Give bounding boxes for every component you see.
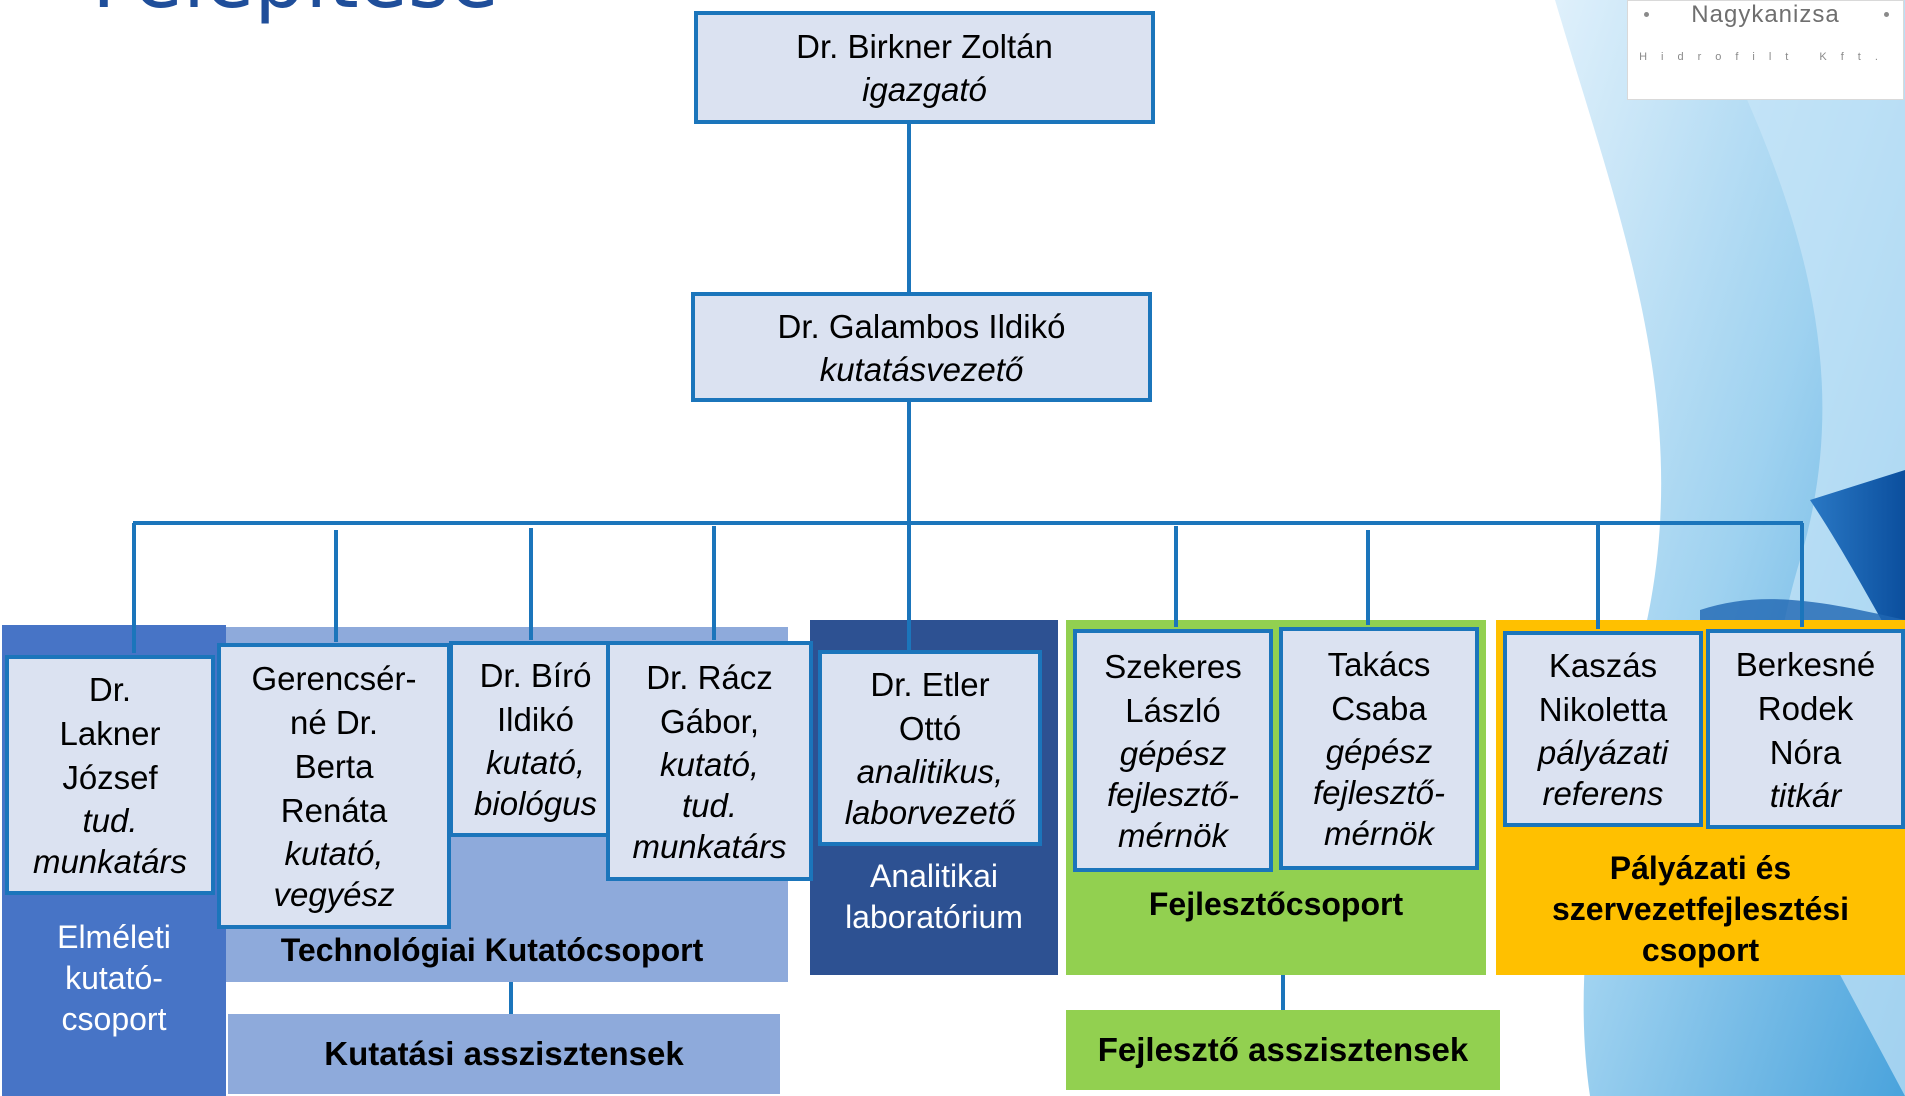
node-racz: Dr. Rácz Gábor, kutató, tud. munkatárs: [606, 641, 813, 881]
node-berkesne: Berkesné Rodek Nóra titkár: [1706, 629, 1905, 829]
member-name: Dr. Rácz Gábor,: [646, 658, 773, 740]
logo-main-text: Nagykanizsa: [1691, 1, 1840, 28]
node-lakner: Dr. Lakner József tud. munkatárs: [5, 655, 215, 895]
member-role: pályázati referens: [1537, 734, 1669, 812]
research-lead-name: Dr. Galambos Ildikó: [777, 307, 1066, 345]
group-title-elmeleti: Elméleti kutató- csoport: [57, 919, 171, 1037]
director-role: igazgató: [862, 71, 987, 108]
member-role: gépész fejlesztő- mérnök: [1106, 735, 1240, 854]
research-lead-role: kutatásvezető: [819, 350, 1024, 388]
node-takacs: Takács Csaba gépész fejlesztő- mérnök: [1279, 627, 1479, 870]
member-name: Dr. Etler Ottó: [870, 666, 990, 747]
member-role: analitikus, laborvezető: [844, 753, 1016, 831]
group-title-palyazati: Pályázati és szervezetfejlesztési csopor…: [1551, 850, 1850, 968]
member-role: kutató, vegyész: [273, 835, 395, 913]
member-name: Dr. Lakner József: [59, 671, 161, 796]
member-role: gépész fejlesztő- mérnök: [1312, 733, 1446, 852]
node-gerencserne: Gerencsér- né Dr. Berta Renáta kutató, v…: [217, 643, 451, 929]
member-role: titkár: [1769, 776, 1842, 814]
logo-dot: [1644, 12, 1649, 17]
member-name: Takács Csaba: [1327, 646, 1431, 727]
group-title-technologiai: Technológiai Kutatócsoport: [280, 932, 704, 968]
company-logo: Nagykanizsa Hidrofilt Kft.: [1627, 0, 1904, 100]
member-name: Berkesné Rodek Nóra: [1735, 645, 1876, 771]
node-biro: Dr. Bíró Ildikó kutató, biológus: [449, 641, 622, 837]
member-name: Szekeres László: [1104, 648, 1242, 729]
kutatasi-asszisztensek-box: Kutatási asszisztensek: [228, 1014, 780, 1094]
node-kaszas: Kaszás Nikoletta pályázati referens: [1503, 631, 1703, 827]
logo-sub-text: Hidrofilt Kft.: [1639, 51, 1892, 63]
director-name: Dr. Birkner Zoltán: [796, 28, 1053, 65]
group-title-fejleszto: Fejlesztőcsoport: [1148, 886, 1404, 922]
node-szekeres: Szekeres László gépész fejlesztő- mérnök: [1073, 629, 1273, 872]
member-name: Kaszás Nikoletta: [1538, 647, 1668, 728]
node-director: Dr. Birkner Zoltán igazgató: [694, 11, 1155, 124]
member-name: Gerencsér- né Dr. Berta Renáta: [251, 660, 417, 829]
node-etler: Dr. Etler Ottó analitikus, laborvezető: [818, 650, 1042, 846]
fejleszto-asszisztensek-box: Fejlesztő asszisztensek: [1066, 1010, 1500, 1090]
member-role: tud. munkatárs: [32, 802, 188, 880]
member-role: kutató, tud. munkatárs: [632, 745, 787, 865]
logo-dot: [1884, 12, 1889, 17]
page-title: Felépítése: [92, 0, 499, 20]
group-title-analitikai: Analitikai laboratórium: [845, 858, 1023, 935]
node-research-lead: Dr. Galambos Ildikó kutatásvezető: [691, 292, 1152, 402]
member-role: kutató, biológus: [474, 744, 597, 822]
member-name: Dr. Bíró Ildikó: [479, 657, 592, 738]
